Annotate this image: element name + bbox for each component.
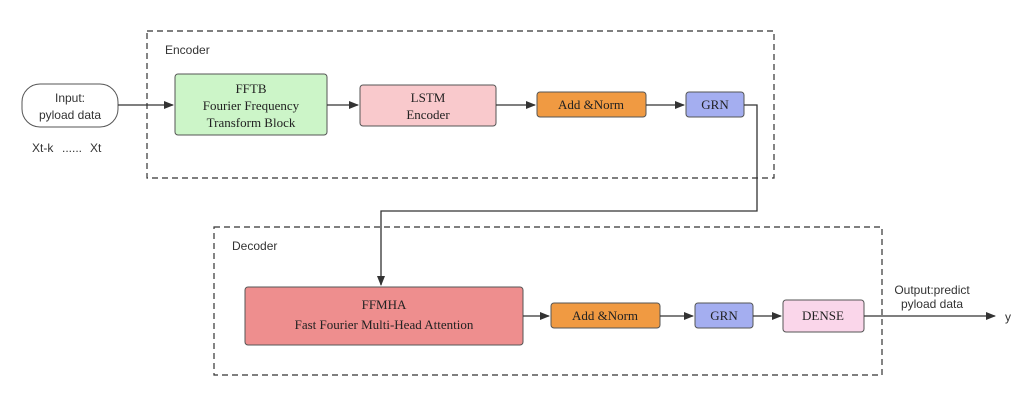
encoder-label: Encoder [165,43,210,57]
output-symbol: y [1005,310,1011,324]
ffmha-block [244,286,524,346]
arrow-encoder-grn-to-ffmha [377,104,758,286]
lstm-line2: Encoder [406,107,450,122]
decoder-label: Decoder [232,239,277,253]
lstm-title: LSTM [411,90,446,105]
output-label-line2: pyload data [901,297,963,311]
input-label-line1: Input: [55,91,85,105]
encoder-grn-label: GRN [701,97,729,112]
fftb-line2: Fourier Frequency [203,98,300,113]
ffmha-line2: Fast Fourier Multi-Head Attention [295,317,474,332]
input-label-line2: pyload data [39,108,101,122]
decoder-frame [213,226,883,376]
dense-label: DENSE [802,308,844,323]
ffmha-title: FFMHA [362,297,407,312]
decoder-grn-label: GRN [710,308,738,323]
output-label-line1: Output:predict [894,283,970,297]
decoder-add-norm-label: Add &Norm [572,308,638,323]
sequence-end-label: Xt [90,141,102,155]
encoder-add-norm-label: Add &Norm [558,97,624,112]
sequence-start-label: Xt-k [32,141,54,155]
sequence-ellipsis: ...... [62,141,82,155]
fftb-line3: Transform Block [207,115,296,130]
fftb-title: FFTB [235,81,266,96]
